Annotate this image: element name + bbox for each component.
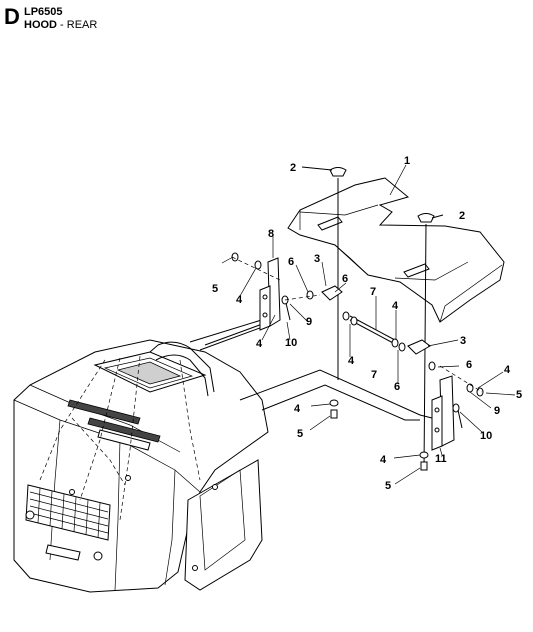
- callout-8: 8: [268, 228, 274, 240]
- callout-5-d: 5: [385, 480, 391, 492]
- callout-4-c: 4: [392, 300, 399, 312]
- section-title-rest: - REAR: [57, 19, 98, 31]
- callout-numbers: 1 2 2 3 3 4 4 4 4 4 4 4 5 5 5 5 6 6 6 6 …: [212, 155, 522, 492]
- section-title: HOOD - REAR: [24, 19, 97, 31]
- callout-6-d: 6: [394, 381, 400, 393]
- callout-5-a: 5: [212, 283, 218, 295]
- callout-11: 11: [435, 453, 447, 465]
- callout-5-b: 5: [516, 389, 522, 401]
- callout-4-b: 4: [256, 338, 263, 350]
- callout-4-e: 4: [504, 364, 511, 376]
- callout-3-left: 3: [314, 253, 320, 265]
- callout-2-right: 2: [459, 210, 465, 222]
- callout-6-c: 6: [466, 359, 472, 371]
- callout-1: 1: [404, 155, 410, 167]
- callout-6-a: 6: [288, 256, 294, 268]
- callout-2-top: 2: [290, 162, 296, 174]
- callout-7-bottom: 7: [371, 369, 377, 381]
- callout-7-top: 7: [370, 286, 376, 298]
- callout-5-c: 5: [297, 428, 303, 440]
- frame-outline-lines: [189, 317, 441, 421]
- callout-4-f: 4: [294, 403, 301, 415]
- section-title-bold: HOOD: [24, 19, 57, 31]
- callout-9-right: 9: [494, 405, 500, 417]
- callout-9-left: 9: [306, 316, 312, 328]
- callout-10-left: 10: [285, 337, 297, 349]
- callout-3-right: 3: [460, 335, 466, 347]
- hardware-parts: [231, 166, 484, 471]
- callout-4-g: 4: [380, 454, 387, 466]
- callout-6-b: 6: [342, 273, 348, 285]
- section-letter: D: [4, 4, 20, 29]
- callout-4-d: 4: [348, 355, 355, 367]
- rear-hood-cover: [287, 177, 505, 323]
- callout-10-right: 10: [480, 430, 492, 442]
- callout-4-a: 4: [236, 294, 243, 306]
- mower-body-drawing: [13, 339, 269, 593]
- leader-lines: [221, 164, 516, 485]
- model-number: LP6505: [24, 6, 63, 18]
